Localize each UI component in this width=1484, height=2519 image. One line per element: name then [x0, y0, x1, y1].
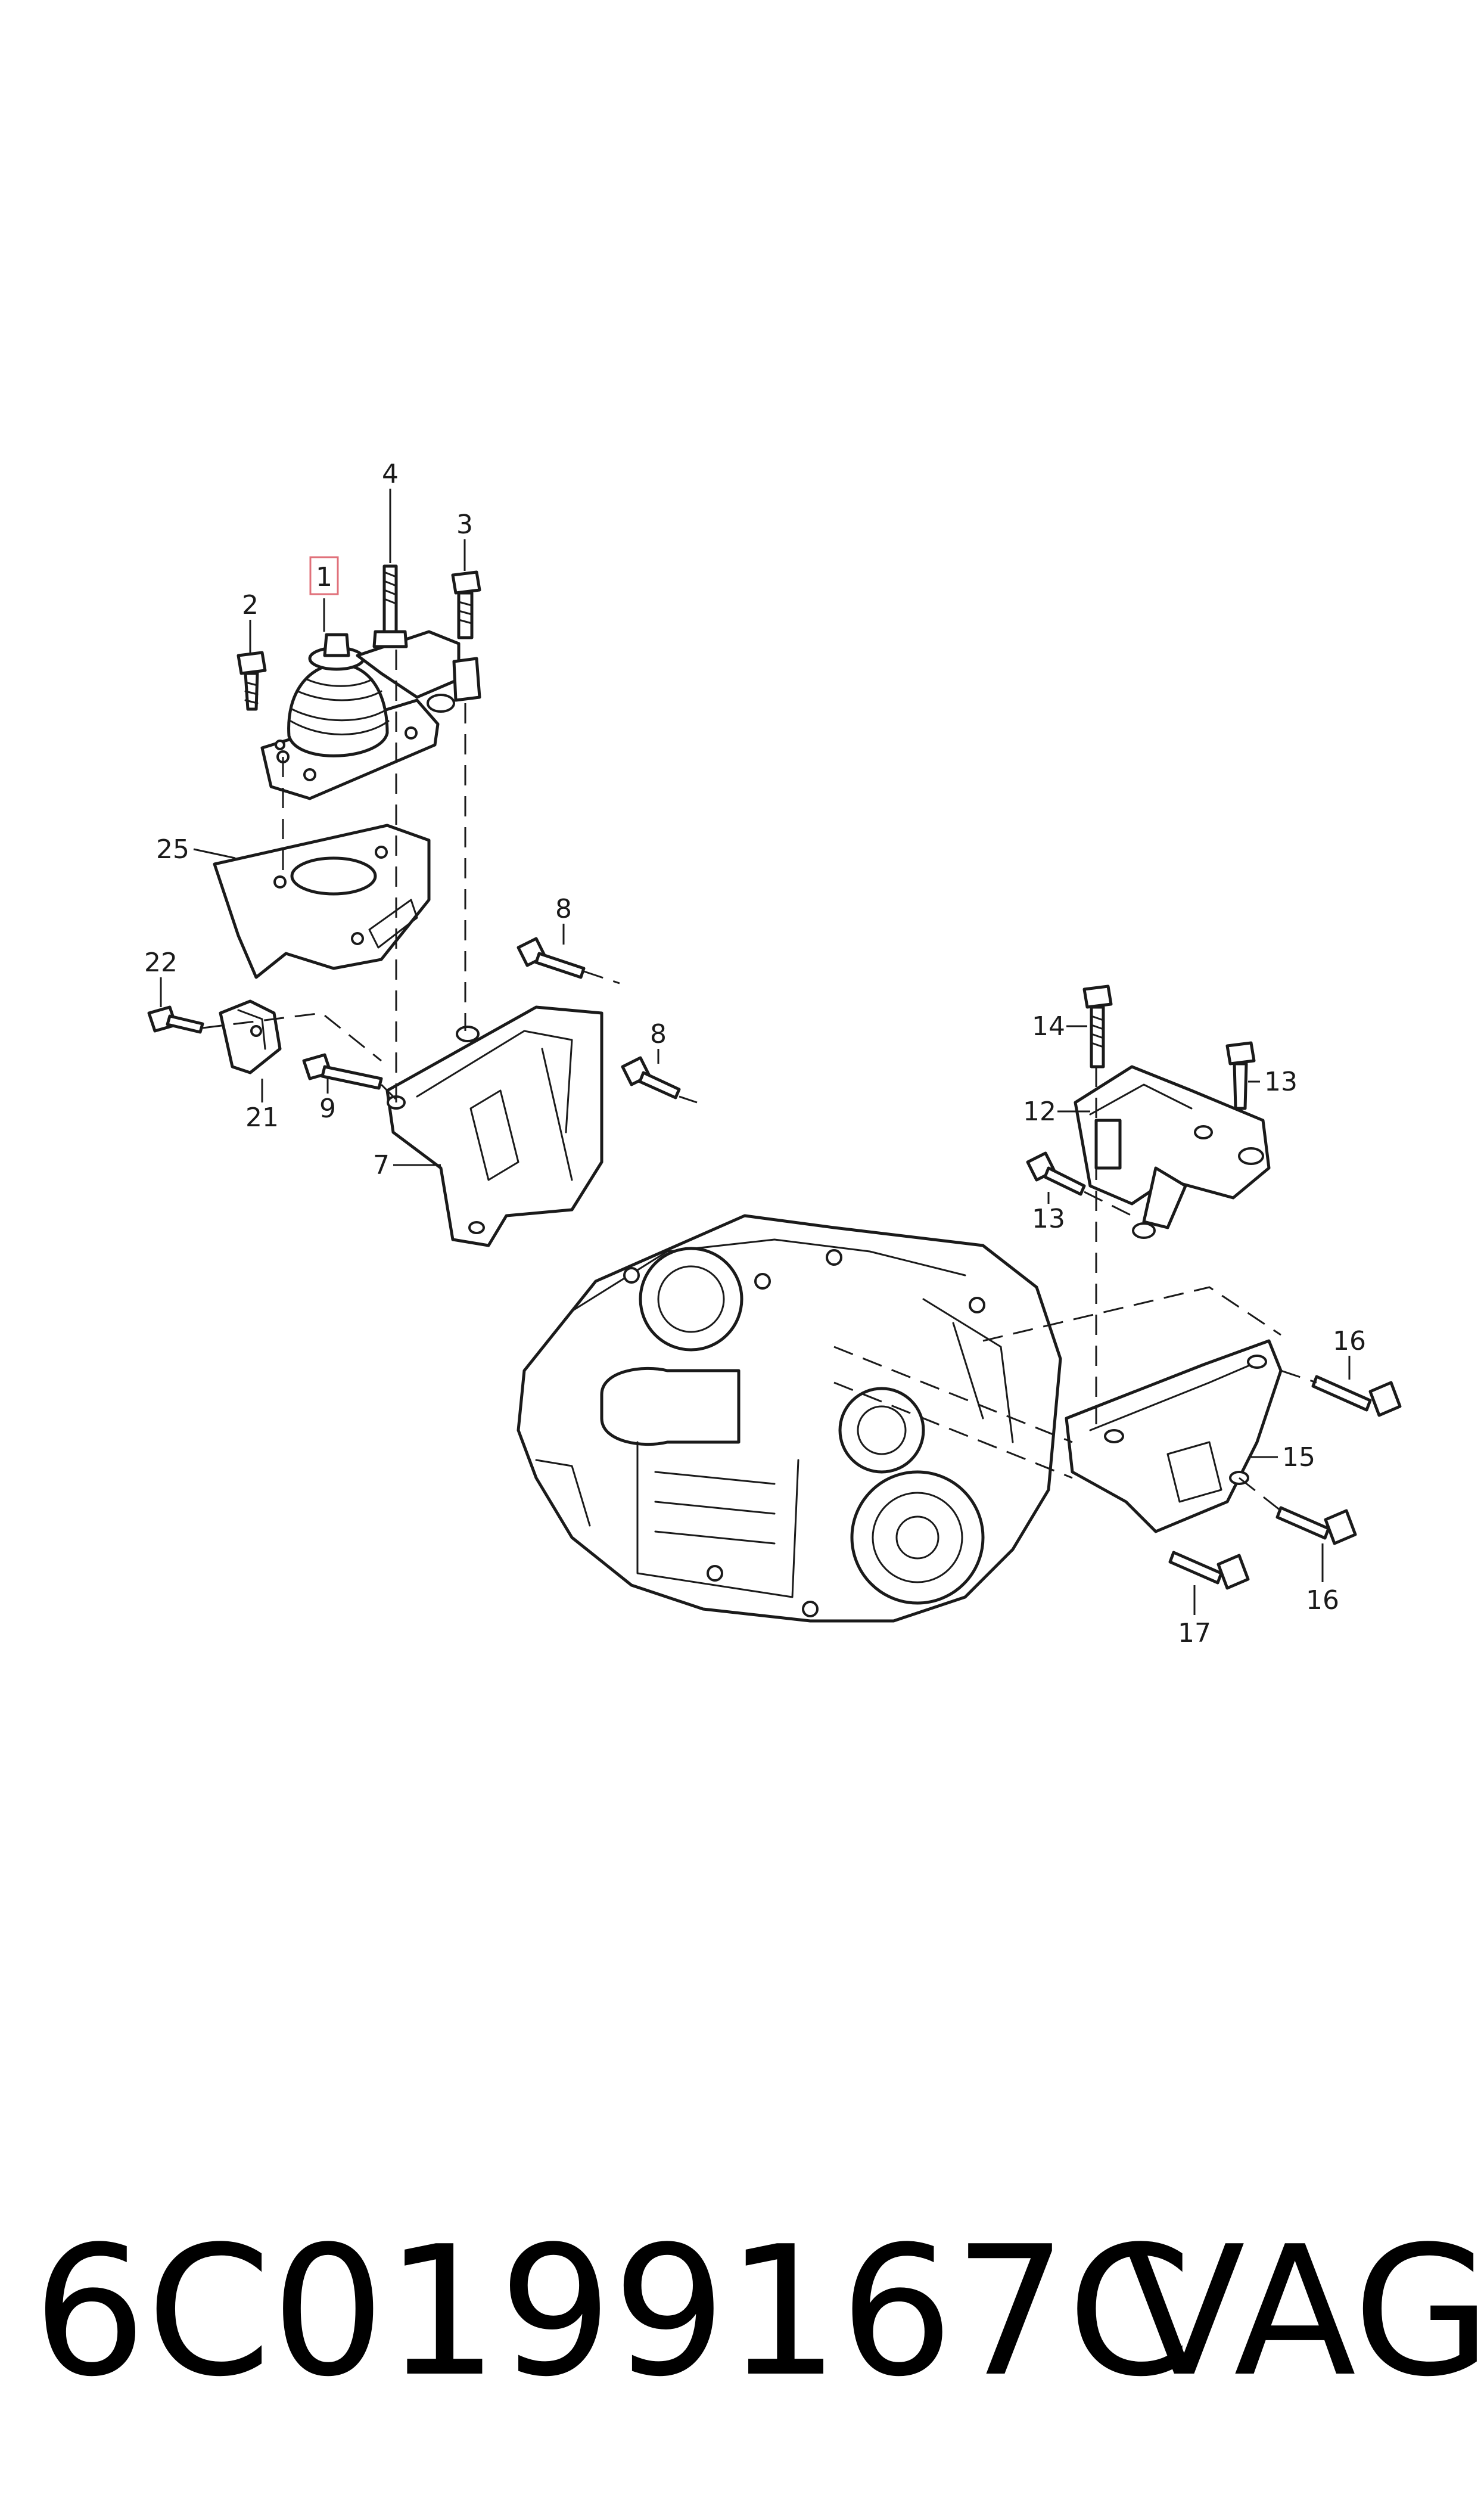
support-bracket-part-15	[1065, 1339, 1283, 1533]
exploded-parts-diagram: 1 2 3 4 25 8 8 22 21 9 7 14 13 12 13 16 …	[144, 459, 1402, 1648]
bolt-part-22	[147, 1005, 204, 1034]
callout-13-lower: 13	[1032, 1204, 1065, 1234]
bolt-part-13-lower	[1026, 1151, 1086, 1196]
callout-16-lower: 16	[1306, 1585, 1339, 1616]
callout-9: 9	[319, 1094, 336, 1124]
assembly-guide-lines	[202, 650, 1317, 1512]
callout-16-upper: 16	[1333, 1326, 1366, 1356]
callout-8-lower: 8	[650, 1019, 667, 1049]
bolt-part-2	[237, 651, 267, 711]
callout-17: 17	[1178, 1618, 1211, 1648]
bolt-part-8-upper	[517, 937, 586, 979]
gearbox-assembly	[517, 1214, 1062, 1623]
bolt-part-3	[451, 570, 481, 702]
bolt-part-17	[1168, 1551, 1250, 1590]
heat-shield-part-25	[213, 824, 431, 979]
part-number: 6C0199167C	[33, 2208, 1192, 2416]
callout-7: 7	[373, 1150, 390, 1181]
bolt-part-13-upper	[1225, 1041, 1256, 1110]
bolt-part-14	[1082, 984, 1113, 1069]
callout-leaders	[160, 489, 1351, 1615]
engine-mount-part-1	[260, 630, 461, 800]
callout-1-highlight-box	[309, 556, 339, 595]
bolt-part-4	[372, 564, 408, 648]
callout-2: 2	[242, 590, 259, 620]
clip-part-21	[219, 999, 282, 1074]
bolt-part-9	[302, 1053, 383, 1090]
bolt-part-8-lower	[621, 1056, 681, 1099]
callout-15: 15	[1282, 1442, 1315, 1473]
callout-14: 14	[1032, 1011, 1065, 1042]
callout-labels: 1 2 3 4 25 8 8 22 21 9 7 14 13 12 13 16 …	[144, 459, 1366, 1648]
gearbox-mount-part-12	[1074, 1065, 1271, 1239]
brand-name: VAG	[1123, 2208, 1484, 2416]
callout-12: 12	[1023, 1097, 1056, 1127]
callout-8-upper: 8	[555, 894, 572, 924]
bracket-part-7	[385, 1005, 603, 1247]
footer-caption: 6C0199167C VAG	[33, 2205, 1484, 2419]
callout-13-upper: 13	[1264, 1067, 1298, 1097]
callout-25: 25	[156, 834, 189, 865]
callout-21: 21	[245, 1102, 279, 1133]
bolt-part-16-upper	[1311, 1375, 1402, 1417]
callout-3: 3	[456, 510, 473, 540]
callout-22: 22	[144, 948, 178, 978]
bolt-part-16-lower	[1275, 1506, 1357, 1545]
callout-1: 1	[316, 562, 332, 592]
callout-4: 4	[382, 459, 399, 489]
